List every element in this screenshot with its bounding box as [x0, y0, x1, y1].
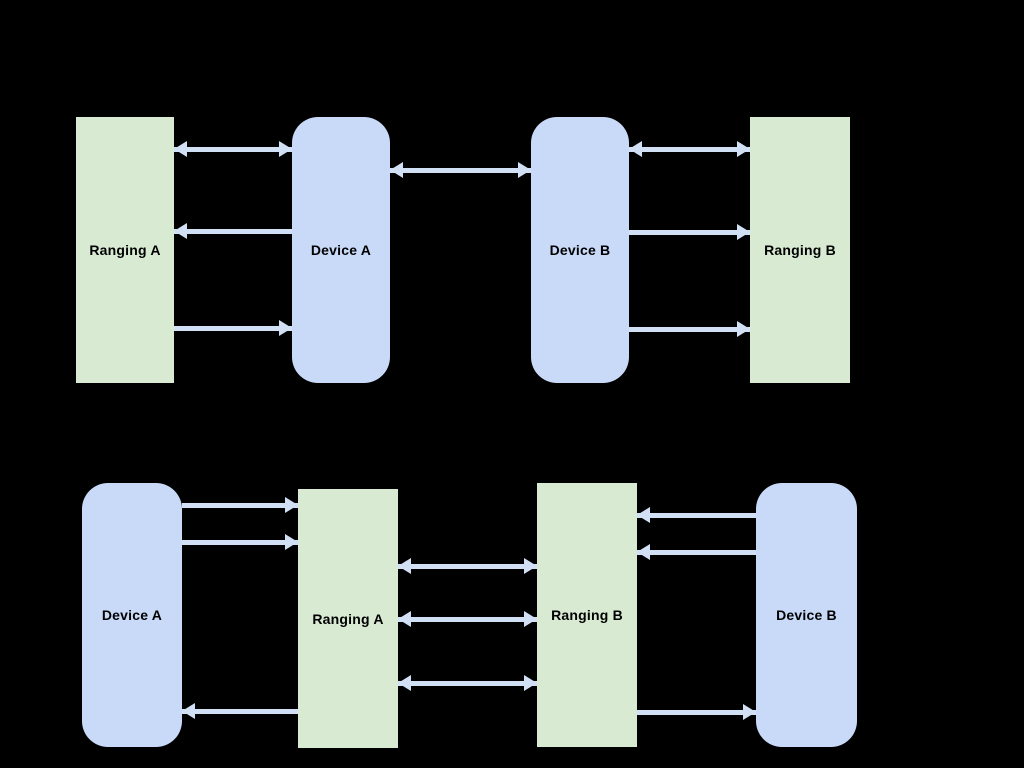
- node-device-a-bottom: Device A: [82, 483, 182, 747]
- arrow-device-a-to-ranging-a: [174, 223, 292, 239]
- node-label: Device B: [776, 607, 837, 623]
- node-label: Device B: [549, 242, 611, 258]
- node-label: Ranging B: [764, 242, 836, 258]
- node-device-b-top: Device B: [531, 117, 629, 383]
- arrow-device-a-to-device-b: [390, 162, 531, 178]
- node-ranging-a-bottom: Ranging A: [298, 489, 398, 748]
- arrow-ranging-b2-to-device-b2: [637, 704, 756, 720]
- arrow-device-a2-to-ranging-a2: [182, 534, 298, 550]
- arrow-ranging-a2-to-ranging-b2: [398, 611, 537, 627]
- arrow-ranging-a-to-device-a: [174, 320, 292, 336]
- node-label: Device A: [310, 242, 372, 258]
- arrow-device-b2-to-ranging-b2: [637, 544, 756, 560]
- node-device-b-bottom: Device B: [756, 483, 857, 747]
- arrow-device-b-to-ranging-b: [629, 141, 750, 157]
- node-ranging-b-top: Ranging B: [750, 117, 850, 383]
- arrow-ranging-a2-to-ranging-b2: [398, 675, 537, 691]
- arrow-device-b2-to-ranging-b2: [637, 507, 756, 523]
- node-label: Ranging B: [551, 607, 623, 623]
- node-ranging-a-top: Ranging A: [76, 117, 174, 383]
- arrow-ranging-a2-to-device-a2: [182, 703, 298, 719]
- node-ranging-b-bottom: Ranging B: [537, 483, 637, 747]
- arrow-ranging-a-to-device-a: [174, 141, 292, 157]
- node-device-a-top: Device A: [292, 117, 390, 383]
- arrow-device-b-to-ranging-b: [629, 321, 750, 337]
- arrow-device-b-to-ranging-b: [629, 224, 750, 240]
- arrow-ranging-a2-to-ranging-b2: [398, 558, 537, 574]
- node-label: Ranging A: [89, 242, 161, 258]
- node-label: Device A: [101, 607, 163, 623]
- arrow-device-a2-to-ranging-a2: [182, 497, 298, 513]
- node-label: Ranging A: [312, 610, 384, 627]
